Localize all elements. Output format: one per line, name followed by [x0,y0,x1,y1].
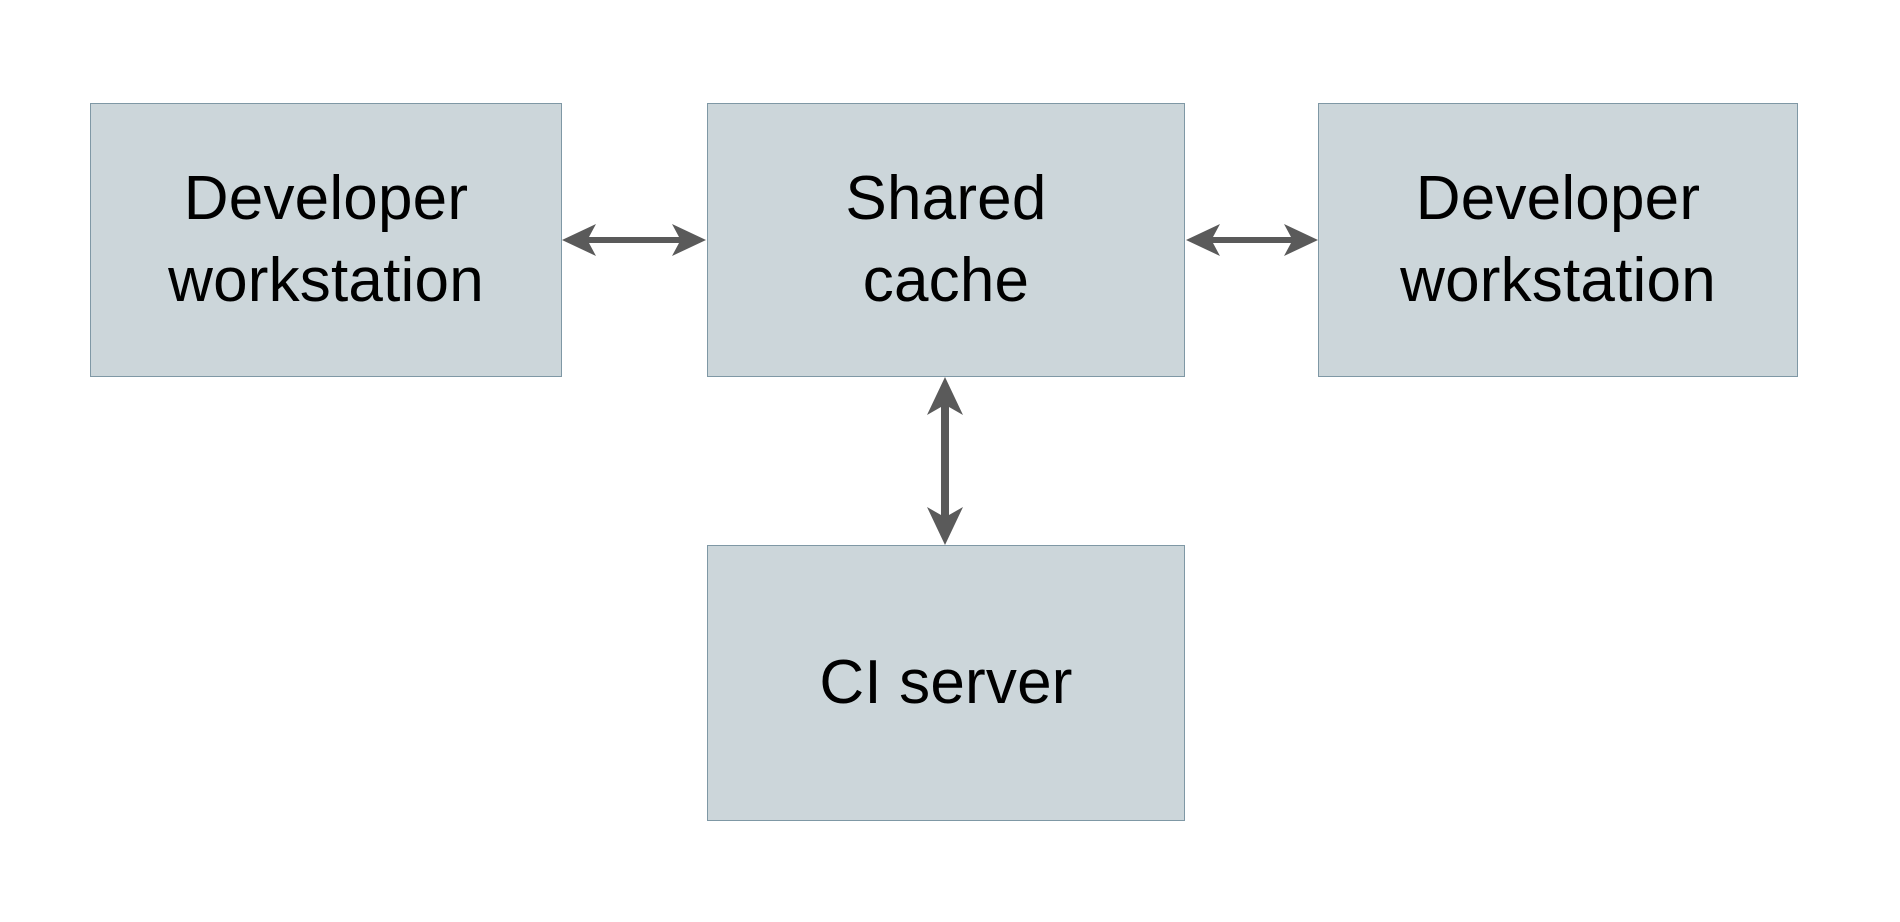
node-label: Developer workstation [168,163,484,315]
node-developer-workstation-left[interactable]: Developer workstation [90,103,562,377]
bidirectional-arrow-icon [562,224,706,256]
bidirectional-arrow-icon [927,377,963,545]
edge-shared-cache-to-developer-right [1180,206,1324,274]
node-label: Developer workstation [1400,163,1716,315]
node-label: Shared cache [845,163,1047,315]
edge-shared-cache-to-ci-server [911,371,979,551]
node-label: CI server [819,647,1073,717]
node-developer-workstation-right[interactable]: Developer workstation [1318,103,1798,377]
bidirectional-arrow-icon [1186,224,1318,256]
node-shared-cache[interactable]: Shared cache [707,103,1185,377]
node-ci-server[interactable]: CI server [707,545,1185,821]
edge-developer-left-to-shared-cache [556,206,712,274]
